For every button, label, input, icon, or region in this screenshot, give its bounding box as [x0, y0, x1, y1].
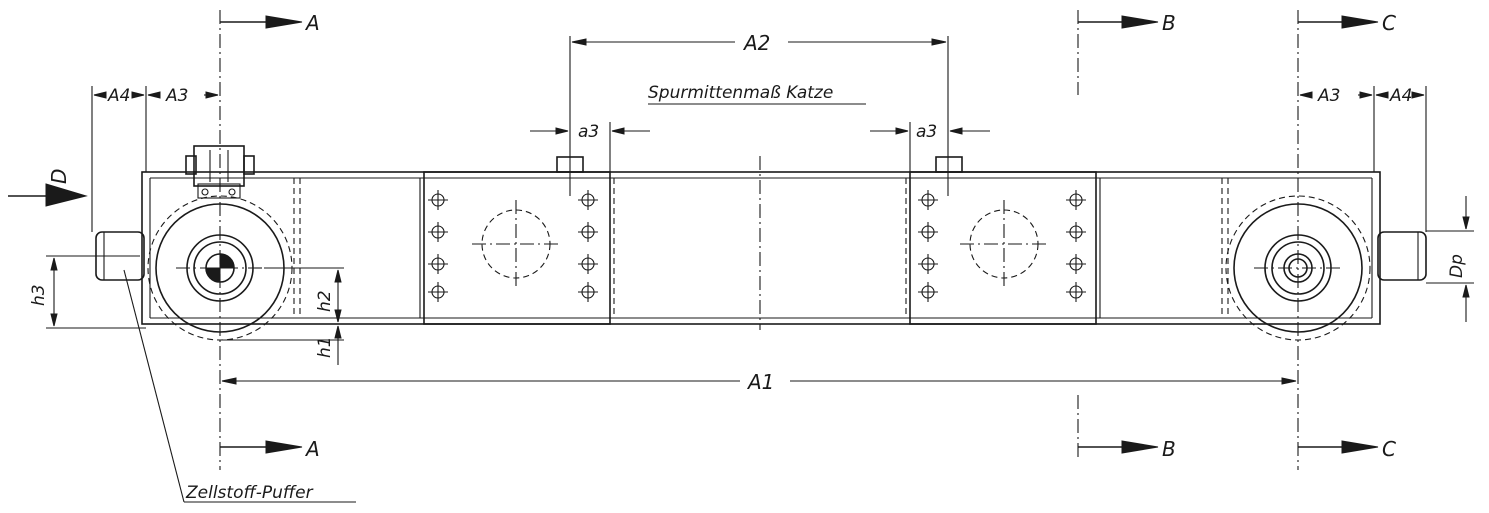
dimension-a1: [221, 377, 1297, 385]
section-label-b-top: B: [1162, 11, 1176, 35]
section-label-b-bottom: B: [1162, 437, 1176, 461]
dimension-small-a3-left: [530, 122, 650, 172]
section-label-c-top: C: [1382, 11, 1396, 35]
splice-plate-left: [423, 171, 615, 325]
dim-label-a4-right: A4: [1389, 86, 1412, 106]
view-arrow-d: [8, 183, 88, 207]
dim-label-a3-left: A3: [165, 86, 188, 106]
stopper-right: [935, 156, 963, 173]
buffer-leader: [123, 269, 356, 503]
hidden-stiffeners: [293, 178, 1229, 318]
bolt-holes: [428, 190, 1086, 302]
section-line-b: [1077, 10, 1159, 460]
guide-bracket-left: [185, 145, 255, 199]
dimension-dp: [1426, 196, 1474, 322]
dim-label-h3: h3: [29, 284, 49, 306]
buffer-note: Zellstoff-Puffer: [185, 483, 314, 503]
dim-label-a4-left: A4: [107, 86, 130, 106]
section-label-c-bottom: C: [1382, 437, 1396, 461]
dimension-h3: [46, 255, 146, 329]
dim-label-h1: h1: [315, 336, 335, 358]
dimension-a3-a4-left: [91, 86, 219, 232]
dim-label-a3-small-right: a3: [916, 122, 937, 142]
dim-label-a2: A2: [742, 31, 770, 55]
dimension-h1: [220, 325, 344, 365]
dimension-small-a3-right: [870, 122, 990, 172]
hand-hole-right: [960, 200, 1048, 288]
dim-label-h2: h2: [315, 290, 335, 312]
dim-label-a3-right: A3: [1317, 86, 1340, 106]
section-label-a-bottom: A: [304, 437, 320, 461]
dim-label-a1: A1: [746, 370, 774, 394]
dimension-a3-a4-right: [1299, 86, 1427, 232]
dimension-a2: [569, 36, 949, 196]
main-beam: [141, 171, 1381, 325]
section-label-a-top: A: [304, 11, 320, 35]
dim-label-a3-small-left: a3: [578, 122, 599, 142]
section-line-a: [219, 10, 303, 470]
dim-label-dp: Dp: [1447, 254, 1467, 278]
view-label-d: D: [47, 169, 71, 184]
section-line-c: [1297, 10, 1379, 470]
dimension-h2: [264, 267, 344, 323]
hand-hole-left: [472, 200, 560, 288]
splice-plate-right: [905, 171, 1097, 325]
track-gauge-note: Spurmittenmaß Katze: [648, 83, 833, 103]
buffer-right: [1377, 231, 1427, 281]
